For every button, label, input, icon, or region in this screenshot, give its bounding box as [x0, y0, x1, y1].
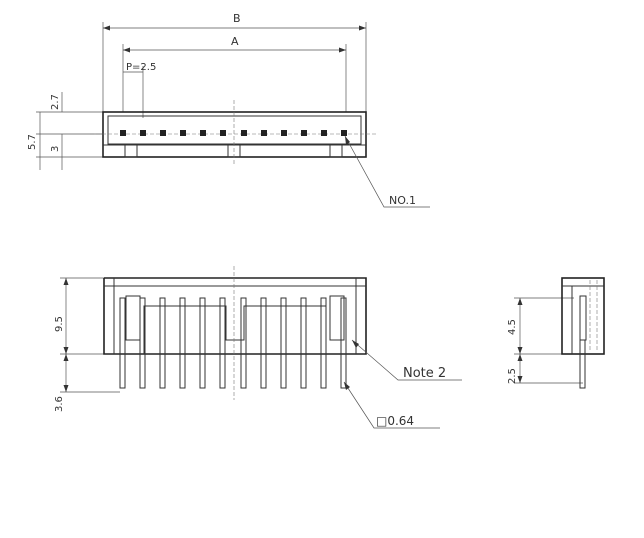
side-view: 4.5 2.5	[507, 277, 605, 389]
pitch-label: P=2.5	[126, 62, 156, 73]
height-lower-label: 3	[50, 146, 61, 152]
body-height-label: 9.5	[54, 316, 65, 332]
top-pin	[140, 130, 146, 136]
top-pin	[301, 130, 307, 136]
front-pin	[300, 297, 307, 389]
front-pin	[119, 297, 126, 389]
height-upper-label: 2.7	[50, 94, 61, 110]
top-pin	[160, 130, 166, 136]
pin-size-label: □0.64	[376, 414, 414, 428]
front-pin	[280, 297, 287, 389]
top-pin	[200, 130, 206, 136]
front-pin	[159, 297, 166, 389]
front-pin-row	[119, 297, 347, 389]
front-pin	[199, 297, 206, 389]
top-pin	[281, 130, 287, 136]
front-pin	[240, 297, 247, 389]
front-pin	[340, 297, 347, 389]
front-pin	[219, 297, 226, 389]
top-pin	[220, 130, 226, 136]
front-pin	[179, 297, 186, 389]
top-pin	[241, 130, 247, 136]
top-pin	[261, 130, 267, 136]
side-lower-height-label: 2.5	[507, 368, 518, 384]
side-body-outline	[561, 277, 605, 355]
front-view: 9.5 3.6 Note 2	[54, 266, 462, 429]
top-pin	[321, 130, 327, 136]
top-pin-row	[120, 130, 347, 136]
side-pin	[579, 339, 586, 389]
top-pin	[120, 130, 126, 136]
dimension-b-label: B	[233, 12, 241, 25]
dimension-a-label: A	[231, 35, 239, 48]
top-body-inner	[107, 115, 362, 145]
front-pin	[320, 297, 327, 389]
side-upper-height-label: 4.5	[507, 319, 518, 335]
top-view: B A P=2.5 5.7 2.7 3	[27, 12, 430, 208]
note-2-label: Note 2	[403, 366, 446, 381]
top-pin	[341, 130, 347, 136]
top-pin	[180, 130, 186, 136]
pin-length-label: 3.6	[54, 396, 65, 412]
front-pin	[260, 297, 267, 389]
height-total-label: 5.7	[27, 134, 38, 150]
front-pin	[139, 297, 146, 389]
pin-number-label: NO.1	[389, 194, 416, 207]
